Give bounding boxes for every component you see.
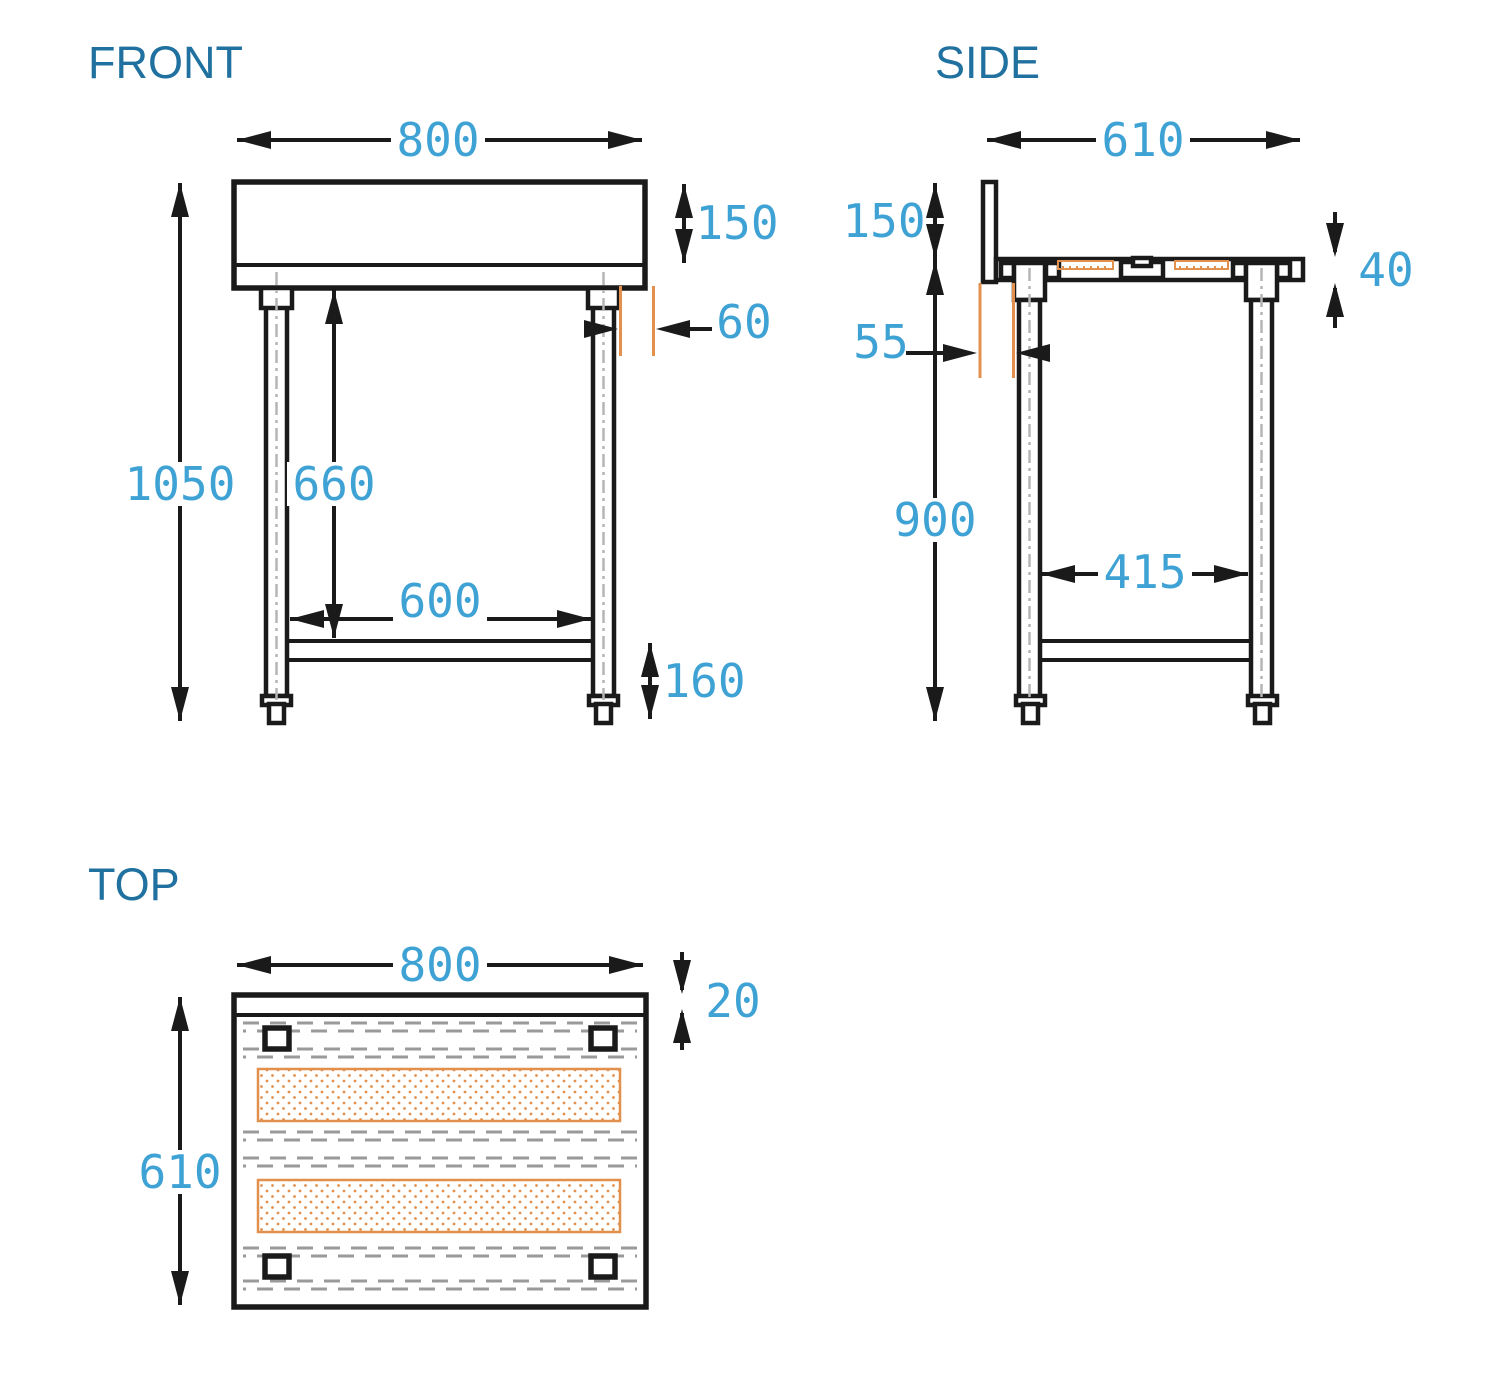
arrow-up-icon [325, 290, 343, 324]
arrow-right-icon [608, 131, 642, 149]
front-overall-height-dim: 1050 [125, 457, 236, 511]
front-clearance-dim: 660 [292, 457, 375, 511]
arrow-up-icon [673, 1009, 691, 1043]
top-depth-dim: 610 [138, 1145, 221, 1199]
arrow-down-icon [675, 229, 693, 263]
arrow-left-icon [237, 956, 271, 974]
top-leg-position [588, 1253, 618, 1280]
top-width-dim: 800 [398, 938, 481, 992]
arrow-down-icon [171, 1271, 189, 1305]
label-mask [393, 943, 487, 987]
arrow-left-icon [987, 131, 1021, 149]
side-legspacing-dim: 415 [1103, 545, 1186, 599]
front-backsplash-dim: 150 [695, 196, 778, 250]
top-view: TOP 800 [88, 859, 761, 1310]
arrow-left-icon [1016, 344, 1050, 362]
top-fixing-strip [256, 1178, 622, 1234]
side-fixing-strip [1174, 260, 1229, 270]
arrow-left-icon [290, 610, 324, 628]
arrow-left-icon [656, 320, 690, 338]
label-mask [1096, 118, 1190, 162]
arrow-up-icon [171, 183, 189, 217]
arrow-up-icon [1326, 283, 1344, 317]
arrow-up-icon [171, 997, 189, 1031]
arrow-up-icon [641, 643, 659, 677]
top-fixing-strip [256, 1067, 622, 1123]
front-worktop [231, 179, 648, 291]
top-worktop-outline [231, 992, 649, 1310]
label-mask [287, 462, 381, 506]
arrow-down-icon [926, 687, 944, 721]
arrow-down-icon [641, 685, 659, 719]
arrow-left-icon [237, 131, 271, 149]
side-worktop-height-dim: 900 [893, 493, 976, 547]
top-hidden-lines [243, 1021, 637, 1291]
side-fixing-strip [1057, 260, 1114, 270]
side-center-channel-notch [1130, 255, 1154, 269]
side-thickness-dim: 40 [1358, 243, 1413, 297]
arrow-right-icon [1214, 565, 1248, 583]
arrow-right-icon [609, 956, 643, 974]
front-legspacing-dim: 600 [398, 574, 481, 628]
top-leg-position [262, 1253, 292, 1280]
side-backsplash-dim: 150 [842, 194, 925, 248]
arrow-right-icon [1266, 131, 1300, 149]
top-edge-dim: 20 [705, 974, 760, 1028]
arrow-right-icon [943, 344, 977, 362]
front-inset-dim: 60 [716, 295, 771, 349]
label-mask [119, 462, 241, 506]
top-leg-position [588, 1025, 618, 1052]
front-width-dim: 800 [396, 113, 479, 167]
top-view-title: TOP [88, 859, 180, 910]
side-rear-foot [1252, 701, 1273, 726]
side-backsplash [980, 179, 999, 285]
arrow-up-icon [675, 184, 693, 218]
label-mask [1098, 550, 1192, 594]
front-right-foot [593, 701, 614, 726]
arrow-left-icon [1041, 565, 1075, 583]
arrow-up-icon [926, 184, 944, 218]
arrow-right-icon [557, 610, 591, 628]
arrow-down-icon [673, 960, 691, 994]
front-view: FRONT 800 150 [88, 37, 779, 726]
label-mask [393, 579, 487, 623]
label-mask [391, 118, 485, 162]
front-brace-dim: 160 [662, 654, 745, 708]
side-view-title: SIDE [935, 37, 1040, 88]
arrow-up-icon [926, 261, 944, 295]
side-offset-dim: 55 [853, 315, 908, 369]
arrow-down-icon [1326, 223, 1344, 257]
front-left-foot [266, 701, 287, 726]
label-mask [133, 1150, 227, 1194]
arrow-down-icon [171, 687, 189, 721]
top-leg-position [262, 1025, 292, 1052]
side-depth-dim: 610 [1101, 113, 1184, 167]
label-mask [888, 498, 982, 542]
side-view: SIDE [842, 37, 1414, 726]
side-front-foot [1020, 701, 1041, 726]
front-view-title: FRONT [88, 37, 243, 88]
arrow-down-icon [926, 224, 944, 258]
arrow-right-icon [584, 320, 618, 338]
